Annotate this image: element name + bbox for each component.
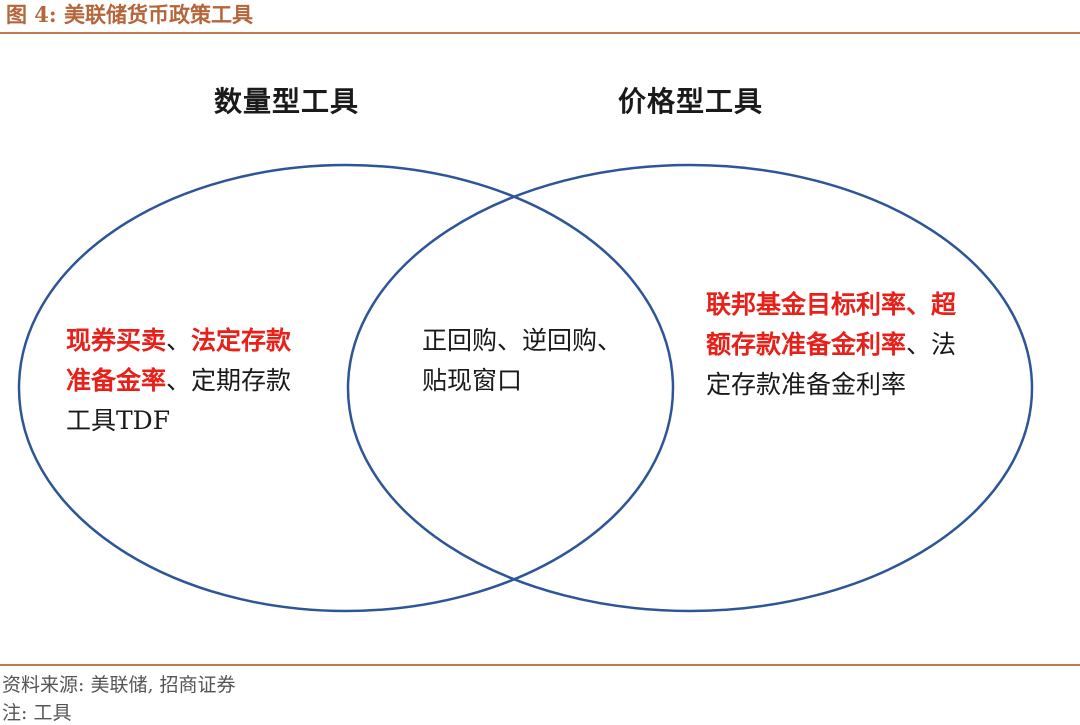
quantity-tools-circle	[17, 163, 675, 613]
overlap-line-2: 贴现窗口	[422, 366, 523, 395]
quantity-tools-label: 数量型工具	[214, 85, 360, 118]
plain-text: 、法	[906, 330, 957, 359]
price-tools-label: 价格型工具	[618, 85, 764, 118]
highlight-text: 准备金率	[66, 366, 167, 395]
separator-text: 、	[166, 326, 192, 355]
plain-text: 、定期存款	[166, 366, 292, 395]
price-only-region: 联邦基金目标利率、超 额存款准备金利率、法 定存款准备金利率	[706, 285, 1006, 405]
quantity-only-line-2: 准备金率、定期存款	[66, 361, 336, 401]
overlap-region: 正回购、逆回购、 贴现窗口	[422, 321, 652, 401]
figure-title: 图 4: 美联储货币政策工具	[6, 2, 253, 27]
highlight-text: 法定存款	[191, 326, 292, 355]
highlight-text: 现券买卖	[66, 326, 167, 355]
overlap-line-1: 正回购、逆回购、	[422, 326, 623, 355]
quantity-only-line-1: 现券买卖、法定存款	[66, 321, 336, 361]
price-only-line-3: 定存款准备金利率	[706, 370, 907, 399]
quantity-only-line-3: 工具TDF	[66, 406, 171, 435]
quantity-only-region: 现券买卖、法定存款 准备金率、定期存款 工具TDF	[66, 321, 336, 441]
source-note: 资料来源: 美联储, 招商证券	[2, 674, 236, 696]
footnote: 注: 工具	[2, 702, 72, 724]
highlight-text: 联邦基金目标利率、超	[706, 290, 957, 319]
price-only-line-1: 联邦基金目标利率、超	[706, 285, 1006, 325]
top-divider	[0, 32, 1080, 34]
price-tools-circle	[346, 163, 1034, 613]
highlight-text: 额存款准备金利率	[706, 330, 907, 359]
price-only-line-2: 额存款准备金利率、法	[706, 325, 1006, 365]
bottom-divider	[0, 664, 1080, 666]
